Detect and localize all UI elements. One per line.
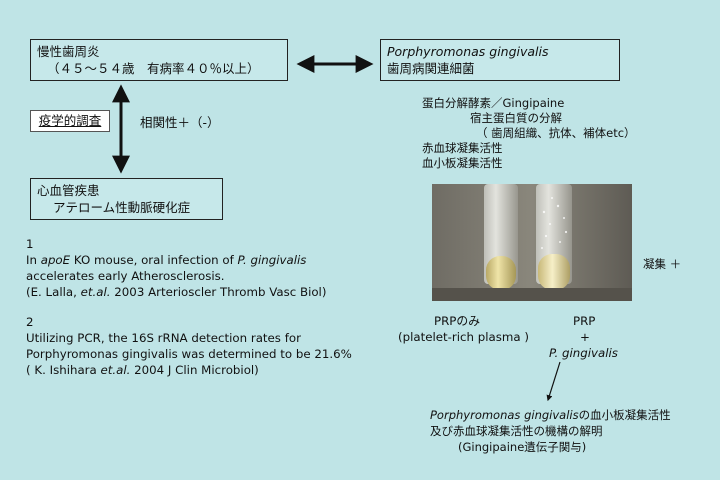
protease-line: 蛋白分解酵素／Gingipaine [422,96,565,110]
epidemiology-label: 疫学的調査 [30,110,110,132]
targets-line: （ 歯周組織、抗体、補体etc） [476,126,636,140]
ref1-number: 1 [26,237,34,251]
correlation-label: 相関性＋（-） [140,115,220,130]
atherosclerosis-label: アテローム性動脈硬化症 [53,200,191,215]
platelet-activity-line: 血小板凝集活性 [422,156,503,170]
rbc-activity-line: 赤血球凝集活性 [422,141,503,155]
ref1-citation: (E. Lalla, et.al. 2003 Arterioscler Thro… [26,285,327,299]
pg-description: 歯周病関連細菌 [387,61,475,76]
cardiovascular-disease-box: 心血管疾患 アテローム性動脈硬化症 [30,178,223,220]
cardiovascular-disease-title: 心血管疾患 [37,183,100,198]
prp-pg-label: PRP [573,314,596,328]
chronic-periodontitis-title: 慢性歯周炎 [37,44,100,59]
pg-species-name: Porphyromonas gingivalis [387,44,549,59]
chronic-periodontitis-subtitle: （４５〜５４歳 有病率４０％以上） [47,61,260,76]
conclusion-line1: Porphyromonas gingivalisの血小板凝集活性 [430,408,671,422]
ref1-line1: In apoE KO mouse, oral infection of P. g… [26,253,307,267]
prp-only-label: PRPのみ [434,314,481,328]
host-protein-line: 宿主蛋白質の分解 [470,111,562,125]
ref1-line2: accelerates early Atherosclerosis. [26,269,225,283]
ref2-number: 2 [26,315,34,329]
ref2-citation: ( K. Ishihara et.al. 2004 J Clin Microbi… [26,363,259,377]
ref2-line1: Utilizing PCR, the 16S rRNA detection ra… [26,331,301,345]
pg-bacteria-box: Porphyromonas gingivalis 歯周病関連細菌 [380,39,620,81]
test-tube-photo [432,184,632,301]
conclusion-line2: 及び赤血球凝集活性の機構の解明 [430,424,603,438]
conclusion-arrow [546,361,561,402]
aggregation-label: 凝集 ＋ [643,257,682,271]
conclusion-line3: (Gingipaine遺伝子関与) [458,440,587,454]
ref2-line2: Porphyromonas gingivalis was determined … [26,347,352,361]
prp-pg-plus: + [580,330,590,344]
prp-only-description: (platelet-rich plasma ) [398,330,529,344]
prp-pg-species: P. gingivalis [549,346,618,360]
chronic-periodontitis-box: 慢性歯周炎 （４５〜５４歳 有病率４０％以上） [30,39,288,81]
